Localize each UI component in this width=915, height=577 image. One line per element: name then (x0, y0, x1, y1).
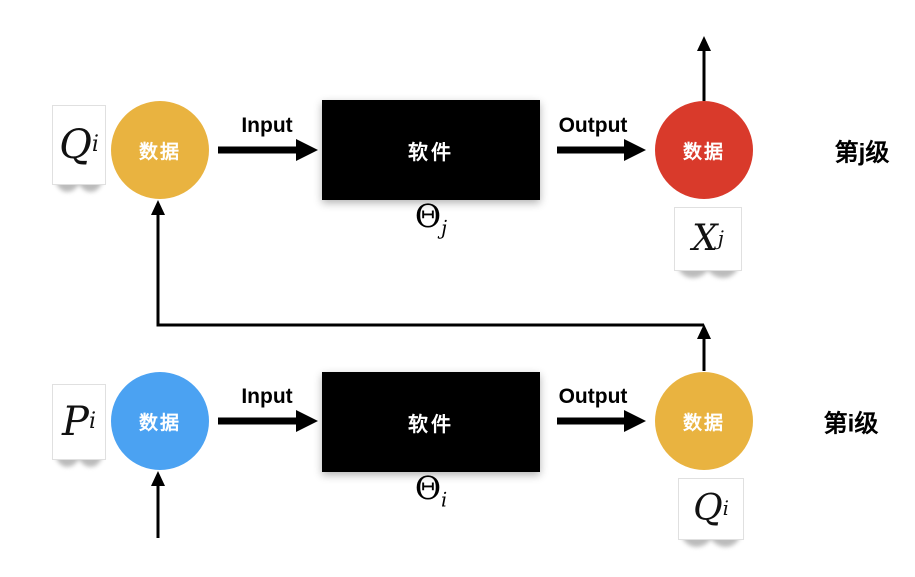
up-arrow-output-j (697, 36, 711, 101)
software-box-i: 软件 (322, 372, 540, 472)
tag-card-shape (52, 105, 106, 192)
feedback-up-arrow (697, 324, 711, 371)
output-arrow-label-i: Output (558, 385, 628, 408)
row-label-j: 第j级 (834, 139, 890, 167)
input-arrow-label-i: Input (241, 385, 293, 408)
tag-card-shape (678, 478, 744, 547)
input-arrow-label-j: Input (241, 114, 293, 137)
data-node-label: 数据 (138, 141, 181, 163)
data-node-label: 数据 (682, 412, 725, 434)
software-param-j: Θj (414, 197, 448, 240)
data-node-label: 数据 (138, 412, 181, 434)
output-arrow-label-j: Output (558, 114, 628, 137)
input-arrow-j (218, 139, 318, 161)
data-node-output-i: 数据 (655, 372, 753, 470)
software-param-i: Θi (414, 469, 448, 512)
data-node-label: 数据 (682, 141, 725, 163)
output-arrow-j (557, 139, 646, 161)
tag-card-shape (52, 384, 106, 467)
external-input-arrow-i (151, 471, 165, 538)
data-node-input-j: 数据 (111, 101, 209, 199)
software-box-j: 软件 (322, 100, 540, 200)
row-label-i: 第i级 (823, 410, 879, 438)
software-box-label: 软件 (408, 141, 454, 164)
output-arrow-i (557, 410, 646, 432)
data-node-input-i: 数据 (111, 372, 209, 470)
data-node-output-j: 数据 (655, 101, 753, 199)
input-arrow-i (218, 410, 318, 432)
software-box-label: 软件 (408, 413, 454, 436)
